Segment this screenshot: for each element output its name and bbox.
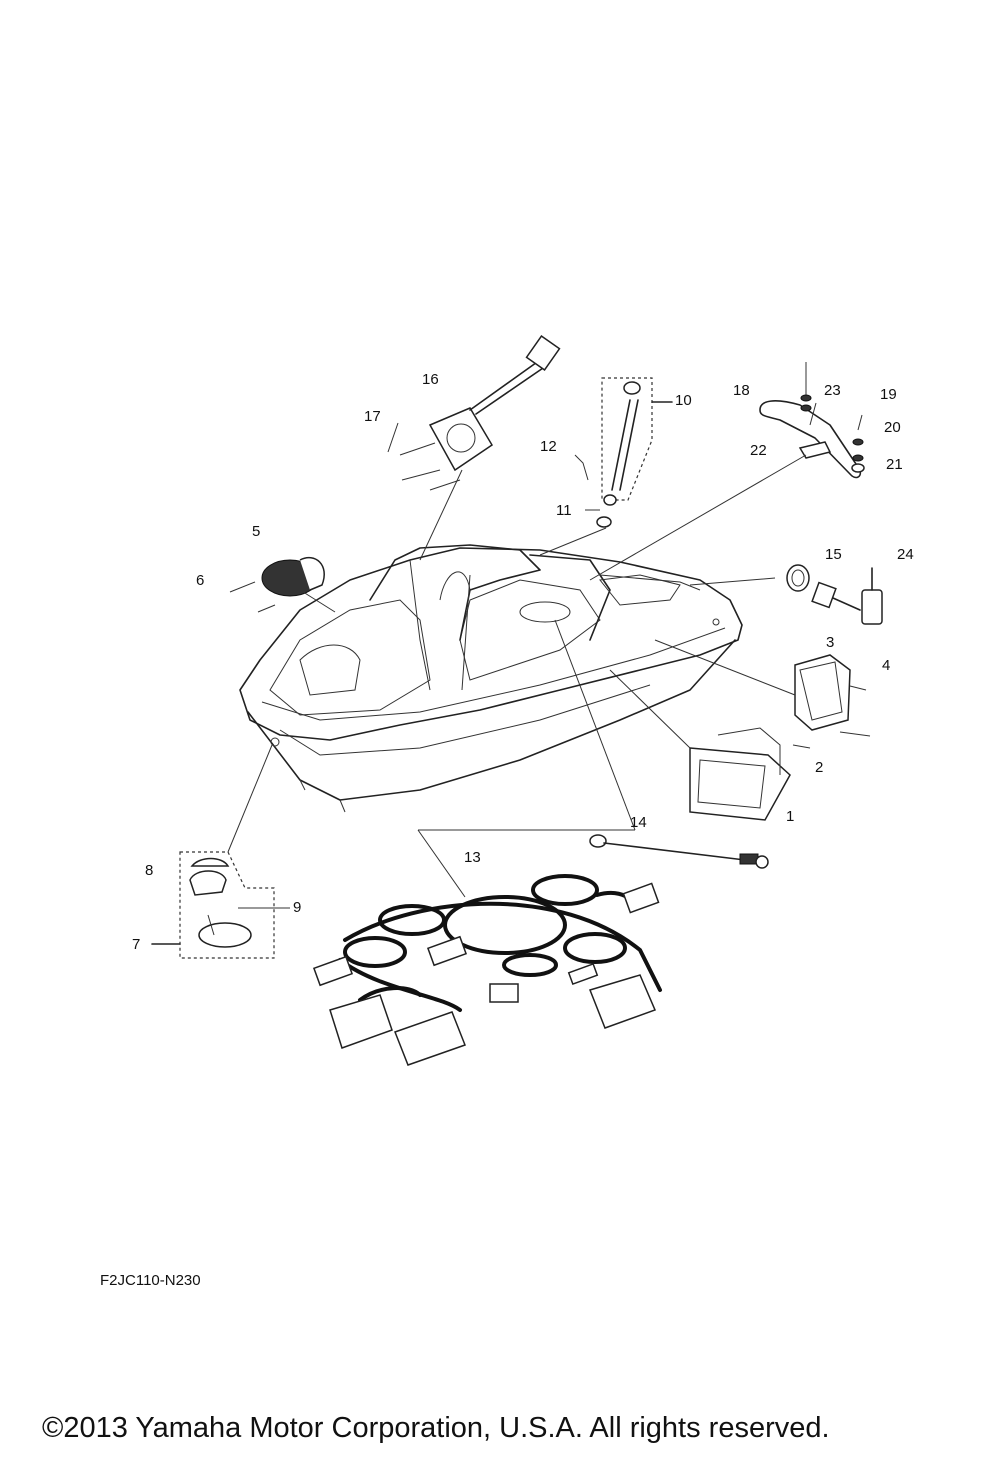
callout-4: 4: [882, 657, 891, 674]
callout-19: 19: [880, 386, 897, 403]
callout-17: 17: [364, 408, 381, 425]
boat-hull: [239, 544, 743, 813]
callout-5: 5: [252, 523, 261, 540]
part-16-plate: [387, 334, 561, 561]
part-14-cable: [589, 834, 769, 869]
part-7-group: [151, 744, 290, 959]
part-1-bracket: [609, 669, 791, 821]
callout-10: 10: [675, 392, 692, 409]
callout-15: 15: [825, 546, 842, 563]
callout-24: 24: [897, 546, 914, 563]
callout-22: 22: [750, 442, 767, 459]
part-10-stem: [539, 377, 673, 556]
callout-1: 1: [786, 808, 795, 825]
callout-2: 2: [815, 759, 824, 776]
callout-3: 3: [826, 634, 835, 651]
callout-18: 18: [733, 382, 750, 399]
callout-16: 16: [422, 371, 439, 388]
drawing-code: F2JC110-N230: [100, 1272, 201, 1289]
copyright-notice: ©2013 Yamaha Motor Corporation, U.S.A. A…: [42, 1412, 830, 1444]
callout-11: 11: [556, 502, 572, 519]
callout-6: 6: [196, 572, 205, 589]
callout-23: 23: [824, 382, 841, 399]
callout-21: 21: [886, 456, 903, 473]
part-13-harness: [312, 619, 662, 1066]
part-15-ring: [689, 564, 883, 625]
part-3-unit: [654, 639, 871, 749]
callout-7: 7: [132, 936, 141, 953]
part-5-speaker: [229, 556, 336, 613]
callout-20: 20: [884, 419, 901, 436]
callout-9: 9: [293, 899, 302, 916]
callout-14: 14: [630, 814, 647, 831]
callout-12: 12: [540, 438, 557, 455]
callout-8: 8: [145, 862, 154, 879]
callout-13: 13: [464, 849, 481, 866]
part-18-rail: [589, 362, 865, 581]
